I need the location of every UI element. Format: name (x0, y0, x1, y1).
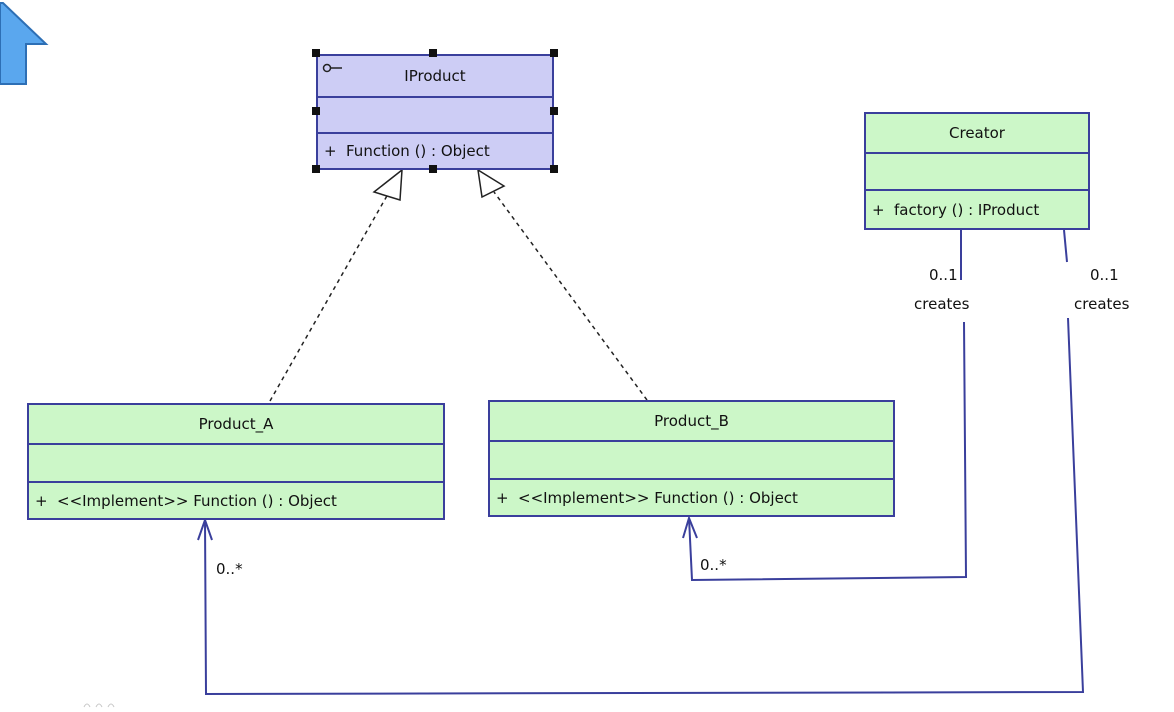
class-creator[interactable]: Creator + factory () : IProduct (864, 112, 1090, 230)
class-name: Product_A (29, 405, 443, 443)
operations-compartment: + Function () : Object (318, 132, 552, 168)
operation-signature: factory () : IProduct (894, 200, 1040, 219)
visibility-marker: + (872, 200, 885, 219)
navigable-arrowhead (682, 514, 698, 539)
resize-handle[interactable] (429, 49, 437, 57)
operations-compartment: + factory () : IProduct (866, 189, 1088, 228)
resize-handle[interactable] (550, 49, 558, 57)
role-label: creates (914, 295, 970, 313)
attributes-compartment (29, 443, 443, 481)
role-label: creates (1074, 295, 1130, 313)
resize-handle[interactable] (550, 165, 558, 173)
realization-product-a[interactable] (269, 168, 403, 402)
class-product-a[interactable]: Product_A + <<Implement>> Function () : … (27, 403, 445, 520)
class-name: IProduct (318, 56, 552, 96)
visibility-marker: + (35, 491, 48, 510)
class-name-text: Creator (949, 124, 1005, 142)
attributes-compartment (866, 152, 1088, 189)
arrow-up-icon[interactable] (0, 0, 60, 90)
attributes-compartment (318, 96, 552, 132)
visibility-marker: + (324, 142, 337, 160)
resize-handle[interactable] (429, 165, 437, 173)
class-name-text: Product_B (654, 412, 729, 430)
realization-arrowhead (477, 168, 506, 199)
interface-icon (322, 63, 342, 73)
class-name: Product_B (490, 402, 893, 440)
canvas-artifact (83, 703, 115, 708)
realization-product-b[interactable] (477, 168, 648, 401)
resize-handle[interactable] (550, 107, 558, 115)
operation-signature: <<Implement>> Function () : Object (518, 488, 798, 507)
association-creates-b[interactable] (682, 230, 968, 582)
resize-handle[interactable] (312, 165, 320, 173)
class-name-text: Product_A (198, 415, 274, 433)
operation-signature: Function () : Object (346, 142, 490, 160)
realization-arrowhead (372, 168, 403, 201)
resize-handle[interactable] (312, 49, 320, 57)
multiplicity-label: 0..1 (1090, 266, 1119, 284)
operation-signature: <<Implement>> Function () : Object (57, 491, 337, 510)
class-product-b[interactable]: Product_B + <<Implement>> Function () : … (488, 400, 895, 517)
association-creates-a[interactable] (197, 229, 1085, 696)
operations-compartment: + <<Implement>> Function () : Object (490, 478, 893, 515)
class-name-text: IProduct (404, 67, 466, 85)
resize-handle[interactable] (312, 107, 320, 115)
multiplicity-label: 0..* (700, 556, 727, 574)
attributes-compartment (490, 440, 893, 478)
navigable-arrowhead (197, 516, 213, 541)
operations-compartment: + <<Implement>> Function () : Object (29, 481, 443, 518)
class-iproduct[interactable]: IProduct + Function () : Object (316, 54, 554, 170)
visibility-marker: + (496, 488, 509, 507)
multiplicity-label: 0..* (216, 560, 243, 578)
multiplicity-label: 0..1 (929, 266, 958, 284)
class-name: Creator (866, 114, 1088, 152)
